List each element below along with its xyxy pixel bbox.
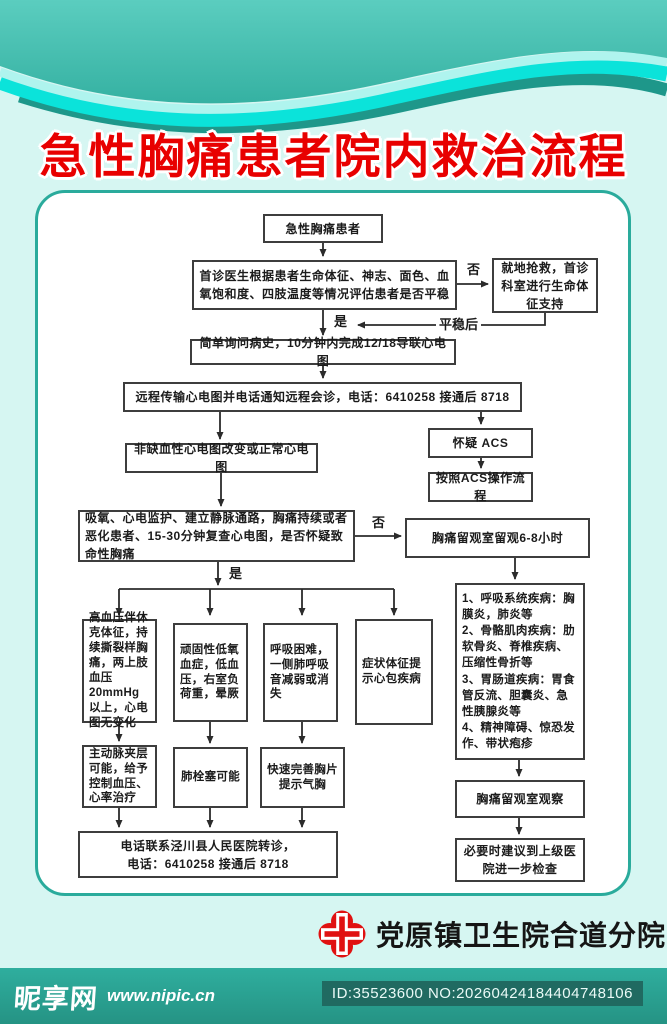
edge-label-stable-yes: 是 [331,314,351,330]
node-hypoxemia-signs: 顽固性低氧血症，低血压，右室负荷重，晕厥 [173,623,248,722]
image-id-badge: ID:35523600 NO:20260424184404748106 [321,981,643,1006]
top-wave-decoration [0,0,667,134]
node-observation-6-8h: 胸痛留观室留观6-8小时 [405,518,590,558]
node-pericardial-signs: 症状体征提示心包疾病 [355,619,433,725]
node-non-ischemic-ecg: 非缺血性心电图改变或正常心电图 [125,442,318,474]
site-brand: 昵享网 www.nipic.cn [12,968,215,1024]
node-acs-procedure: 按照ACS操作流程 [428,471,533,503]
node-pulmonary-embolism: 肺栓塞可能 [173,747,248,808]
node-oxygen-monitoring: 吸氧、心电监护、建立静脉通路，胸痛持续或者恶化患者、15-30分钟复查心电图，是… [78,510,355,562]
hospital-red-cross-icon [318,910,366,958]
edge-label-not-stable: 否 [464,262,484,278]
node-aortic-signs: 高血压伴休克体征，持续撕裂样胸痛，两上肢血压20mmHg以上，心电图无变化 [82,612,157,729]
node-aortic-dissection: 主动脉夹层可能，给予控制血压、心率治疗 [82,745,157,808]
node-differential-diagnosis: 1、呼吸系统疾病：胸膜炎，肺炎等 2、骨骼肌肉疾病：肋软骨炎、脊椎疾病、压缩性骨… [455,583,585,760]
hospital-footer: 党原镇卫生院合道分院 [318,906,666,962]
watermark-bar: 昵享网 www.nipic.cn ID:35523600 NO:20260424… [0,968,667,1024]
edge-label-lethal-yes: 是 [226,566,246,582]
site-logo-text: 昵享网 [12,983,99,1014]
page-title: 急性胸痛患者院内救治流程 [39,132,628,184]
node-onsite-rescue: 就地抢救，首诊科室进行生命体征支持 [492,258,598,313]
node-transfer-hospital: 电话联系泾川县人民医院转诊， 电话：6410258 接通后 8718 [78,831,338,878]
node-remote-ecg-consult: 远程传输心电图并电话通知远程会诊，电话：6410258 接通后 8718 [123,382,522,412]
node-suspect-acs: 怀疑 ACS [428,428,533,458]
node-pneumothorax: 快速完善胸片提示气胸 [260,747,345,808]
node-observation-room: 胸痛留观室观察 [455,780,585,818]
hospital-name: 党原镇卫生院合道分院 [376,920,667,951]
node-refer-upper-hospital: 必要时建议到上级医院进一步检查 [455,838,585,882]
edge-label-after-stable: 平稳后 [436,317,482,333]
edge-label-not-lethal: 否 [369,515,389,531]
node-acute-chest-pain: 急性胸痛患者 [263,214,383,243]
node-dyspnea-signs: 呼吸困难，一侧肺呼吸音减弱或消失 [263,623,338,722]
site-url: www.nipic.cn [107,986,215,1005]
node-history-ecg: 简单询问病史，10分钟内完成12/18导联心电图 [190,336,456,368]
node-initial-assessment: 首诊医生根据患者生命体征、神志、面色、血氧饱和度、四肢温度等情况评估患者是否平稳 [192,260,457,310]
